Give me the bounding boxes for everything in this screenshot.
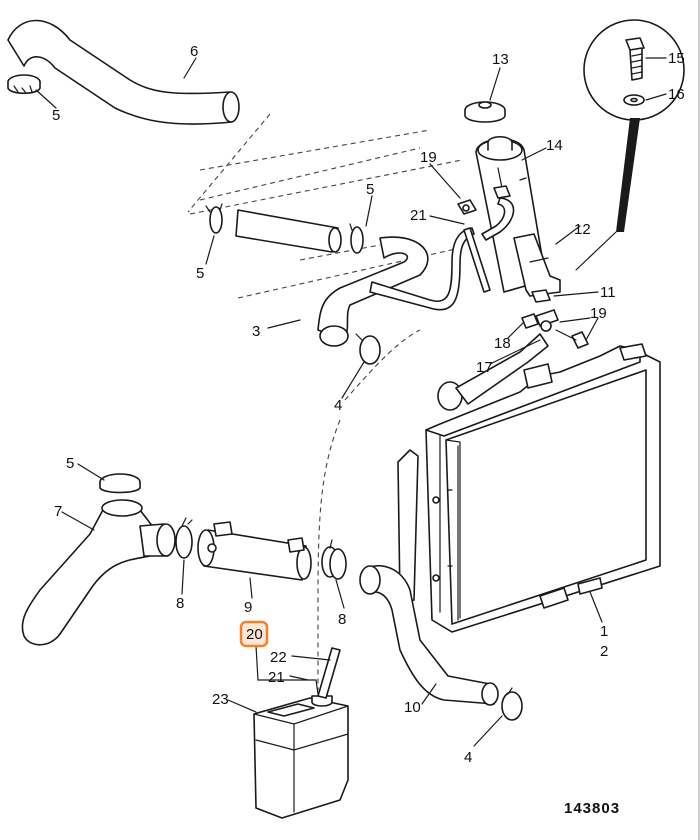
callout-12: 12 — [574, 221, 591, 238]
hose-clamp-5-top — [7, 74, 41, 95]
callout-18: 18 — [494, 335, 511, 352]
callout-8: 8 — [176, 595, 184, 612]
detail-inset-bolt-washer — [575, 19, 685, 271]
hose-clamp-8-right — [321, 539, 347, 580]
callout-5: 5 — [66, 455, 74, 472]
hose-clamp-5-left — [205, 203, 223, 234]
callout-20: 20 — [246, 626, 263, 643]
hose-clamp-8-left — [175, 517, 193, 559]
callout-22: 22 — [270, 649, 287, 666]
callout-17: 17 — [476, 359, 493, 376]
callout-21: 21 — [268, 669, 285, 686]
nut-19-tank — [457, 185, 511, 215]
callout-4: 4 — [334, 397, 342, 414]
coolant-pipe-upper — [235, 209, 342, 253]
bolt-18 — [521, 309, 559, 332]
callout-5: 5 — [52, 107, 60, 124]
bleed-pipe-21 — [369, 227, 491, 311]
callout-13: 13 — [492, 51, 509, 68]
callout-23: 23 — [212, 691, 229, 708]
callout-21: 21 — [410, 207, 427, 224]
callout-6: 6 — [190, 43, 198, 60]
coolant-pipe-9 — [197, 521, 312, 581]
callout-10: 10 — [404, 699, 421, 716]
hose-7 — [21, 499, 176, 646]
callout-labels: 6 5 13 15 16 19 14 5 21 12 5 11 19 3 18 … — [52, 43, 685, 817]
callout-2: 2 — [600, 643, 608, 660]
callout-5: 5 — [196, 265, 204, 282]
callout-14: 14 — [546, 137, 563, 154]
hose-6 — [7, 19, 240, 125]
bolt-19-lower — [555, 329, 589, 349]
drawing-number: 143803 — [564, 800, 620, 817]
callout-20-highlight[interactable]: 20 — [239, 620, 269, 648]
callout-leaders — [35, 57, 667, 747]
radiator-1 — [425, 343, 661, 633]
top-hose-17 — [437, 333, 549, 411]
nut-11 — [531, 289, 551, 303]
callout-9: 9 — [244, 599, 252, 616]
callout-1: 1 — [600, 623, 608, 640]
callout-19: 19 — [590, 305, 607, 322]
hose-clamp-5-mid — [349, 223, 364, 254]
hose-clamp-4-lower — [501, 687, 523, 721]
filler-cap-13 — [464, 101, 506, 123]
hose-clamp-4 — [355, 333, 381, 365]
callout-15: 15 — [668, 50, 685, 67]
callout-8: 8 — [338, 611, 346, 628]
hose-clamp-5-lower — [99, 473, 141, 494]
reservoir-23 — [253, 647, 349, 819]
callout-3: 3 — [252, 323, 260, 340]
callout-19: 19 — [420, 149, 437, 166]
mounting-bracket-12 — [513, 233, 561, 297]
callout-16: 16 — [668, 86, 685, 103]
callout-4: 4 — [464, 749, 472, 766]
engine-outline — [187, 113, 463, 690]
callout-11: 11 — [600, 284, 616, 301]
callout-5: 5 — [366, 181, 374, 198]
callout-7: 7 — [54, 503, 62, 520]
